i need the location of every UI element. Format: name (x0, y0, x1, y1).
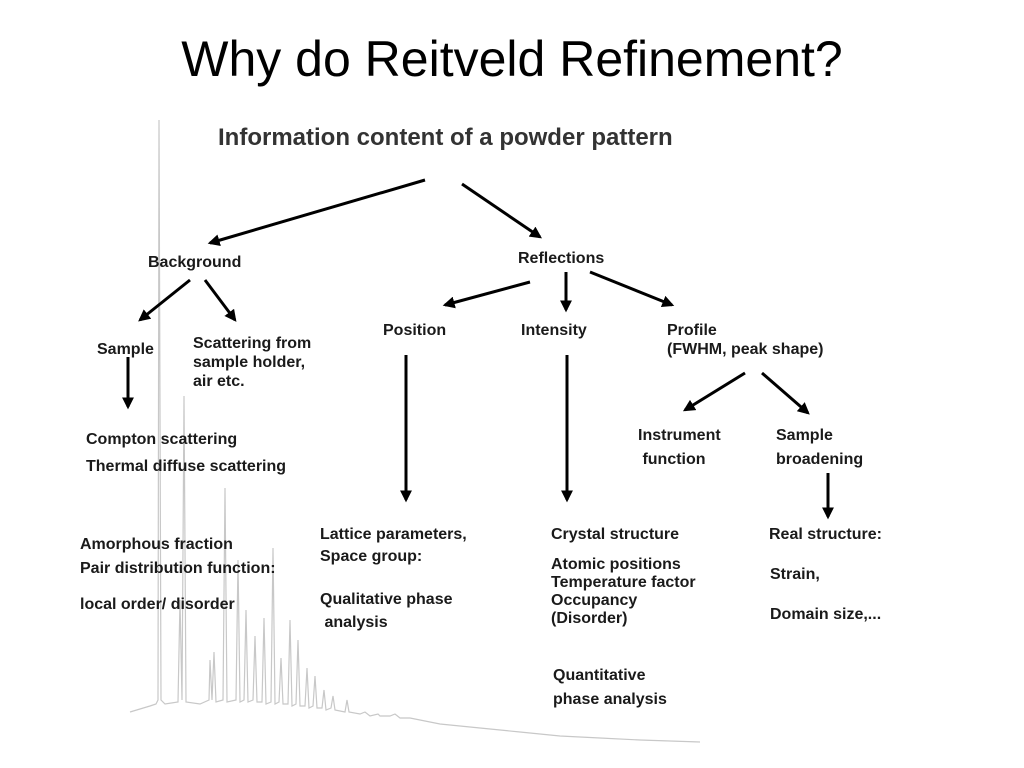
arrow-to-sample-broadening (761, 371, 810, 415)
powder-pattern-background (129, 119, 701, 743)
node-amorphous: Amorphous fraction Pair distribution fun… (80, 536, 276, 577)
diagram-arrows (122, 178, 834, 520)
node-crystal: Crystal structure (551, 526, 680, 543)
node-local-order: local order/ disorder (80, 596, 235, 613)
node-reflections: Reflections (518, 250, 605, 267)
arrow-to-position (442, 280, 531, 309)
node-lattice: Lattice parameters, Space group: (320, 526, 467, 565)
node-quantitative: Quantitative phase analysis (553, 667, 667, 708)
node-intensity: Intensity (521, 322, 587, 339)
arrow-to-reflections (461, 182, 542, 239)
arrow-to-background (207, 178, 426, 247)
node-atomic: Atomic positions Temperature factor Occu… (551, 556, 696, 627)
arrow-to-scattering (203, 279, 237, 322)
node-profile: Profile (FWHM, peak shape) (667, 322, 824, 358)
node-position: Position (383, 322, 447, 339)
diagram-heading: Information content of a powder pattern (218, 124, 673, 151)
arrow-to-sample (138, 278, 191, 322)
node-sample-broadening: Sample broadening (776, 427, 864, 468)
node-scattering: Scattering from sample holder, air etc. (193, 335, 312, 390)
node-strain-domain: Strain, Domain size,... (770, 566, 882, 623)
node-instrument: Instrument function (638, 427, 721, 468)
node-qualitative: Qualitative phase analysis (320, 591, 453, 631)
node-real-structure: Real structure: (769, 526, 882, 543)
arrow-to-instrument (682, 371, 746, 412)
node-sample: Sample (97, 341, 154, 358)
slide-title: Why do Reitveld Refinement? (181, 31, 843, 87)
node-background: Background (148, 254, 242, 271)
arrow-to-profile (589, 270, 675, 307)
node-sample-items: Compton scattering Thermal diffuse scatt… (86, 431, 287, 475)
